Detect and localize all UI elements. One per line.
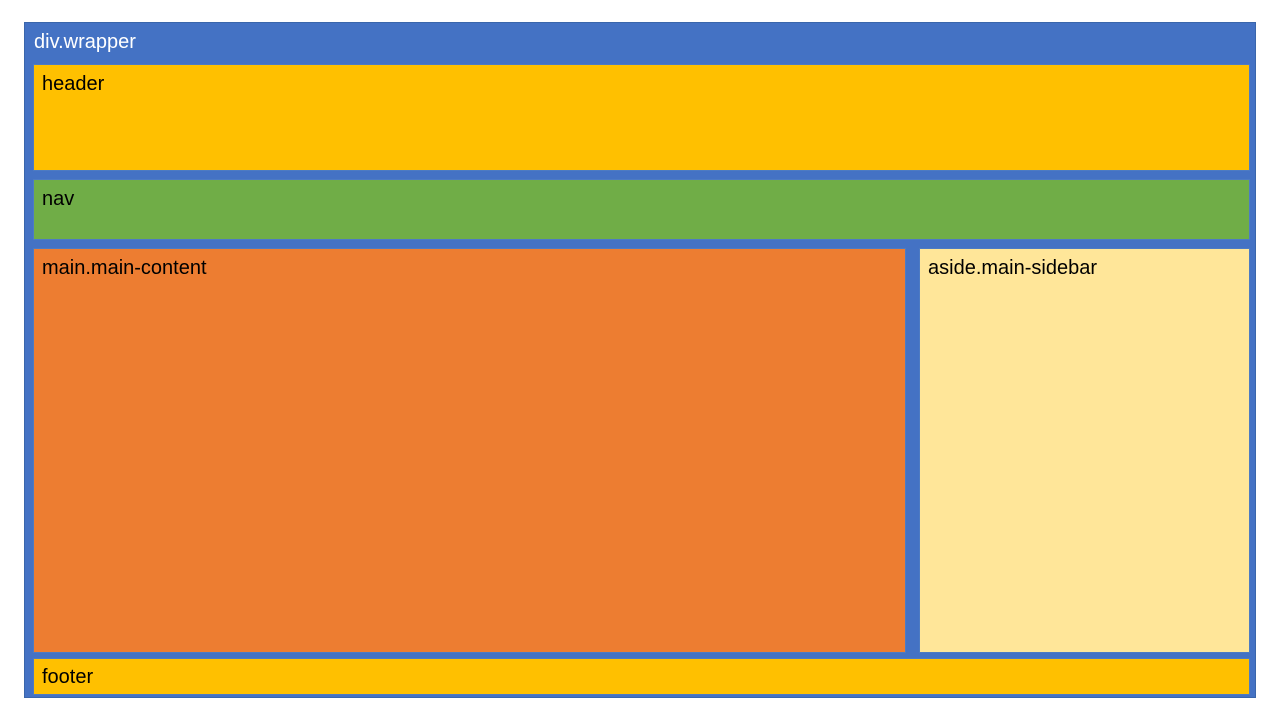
nav-label: nav — [42, 188, 75, 210]
wrapper-box: div.wrapper header nav main.main-content… — [24, 22, 1256, 698]
header-box: header — [33, 64, 1250, 171]
main-content-label: main.main-content — [42, 257, 207, 279]
main-content-box: main.main-content — [33, 248, 906, 653]
footer-box: footer — [33, 658, 1250, 695]
nav-box: nav — [33, 179, 1250, 240]
wrapper-label: div.wrapper — [34, 31, 136, 53]
footer-label: footer — [42, 666, 94, 688]
header-label: header — [42, 73, 105, 95]
main-sidebar-box: aside.main-sidebar — [919, 248, 1250, 653]
main-sidebar-label: aside.main-sidebar — [928, 257, 1097, 279]
